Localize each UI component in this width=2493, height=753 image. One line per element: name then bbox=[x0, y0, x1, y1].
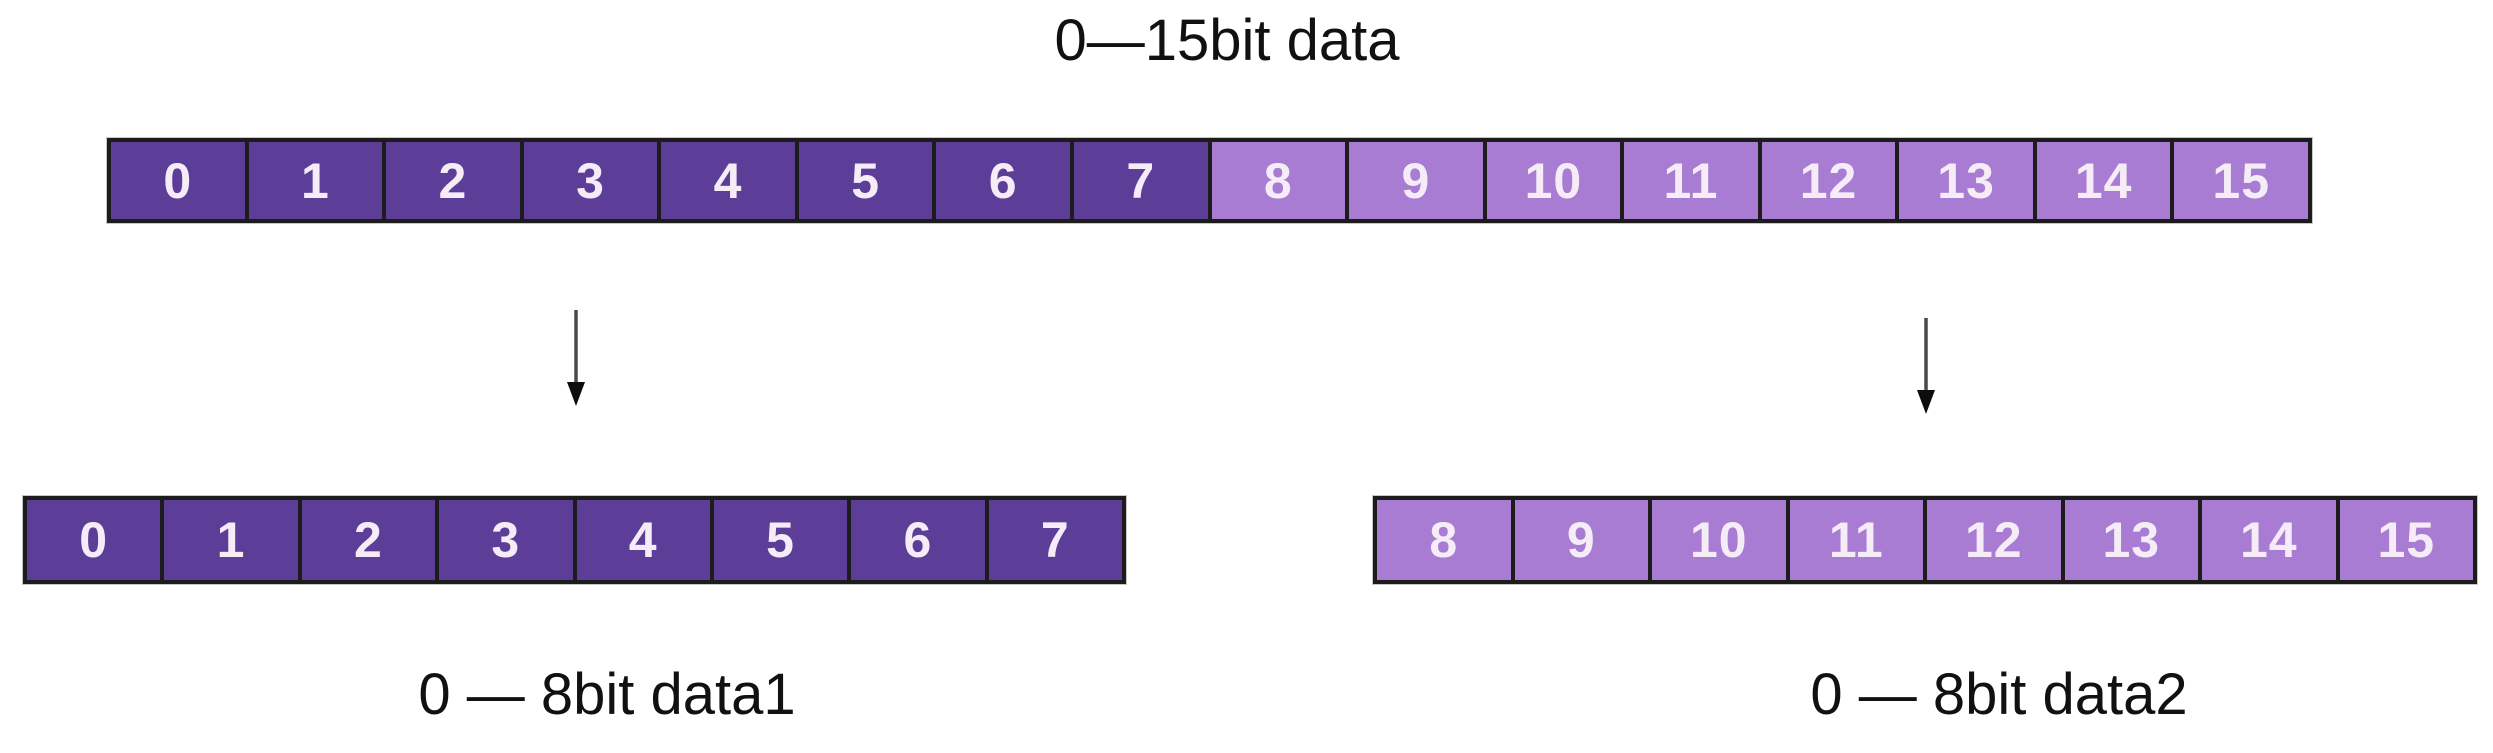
title-0-15bit-data: 0—15bit data bbox=[1054, 8, 1400, 73]
bit-cell-9: 9 bbox=[1345, 142, 1483, 219]
bit-cell-14: 14 bbox=[2198, 500, 2336, 580]
bit-cell-0: 0 bbox=[27, 500, 161, 580]
bit-cell-11: 11 bbox=[1785, 500, 1923, 580]
bit-cell-6: 6 bbox=[847, 500, 985, 580]
bit-cell-15: 15 bbox=[2335, 500, 2473, 580]
bit-cell-4: 4 bbox=[572, 500, 710, 580]
bit-cell-7: 7 bbox=[984, 500, 1122, 580]
bit-cell-2: 2 bbox=[297, 500, 436, 580]
bit-cell-8: 8 bbox=[1377, 500, 1511, 580]
bit-cell-2: 2 bbox=[382, 142, 520, 219]
bit-cell-5: 5 bbox=[709, 500, 848, 580]
bit-cell-4: 4 bbox=[657, 142, 795, 219]
bit-cell-0: 0 bbox=[111, 142, 245, 219]
bit-cell-10: 10 bbox=[1648, 500, 1786, 580]
bit-cell-8: 8 bbox=[1207, 142, 1346, 219]
bit-cell-14: 14 bbox=[2032, 142, 2171, 219]
bit-cell-13: 13 bbox=[1895, 142, 2033, 219]
bit-cell-12: 12 bbox=[1757, 142, 1896, 219]
label-8bit-data2: 0 — 8bit data2 bbox=[1810, 662, 2188, 727]
bit-cell-3: 3 bbox=[435, 500, 573, 580]
bit-cell-9: 9 bbox=[1510, 500, 1648, 580]
bit-cell-3: 3 bbox=[519, 142, 658, 219]
down-arrow-icon bbox=[1917, 318, 1935, 414]
label-8bit-data1: 0 — 8bit data1 bbox=[418, 662, 796, 727]
bit-cell-12: 12 bbox=[1923, 500, 2061, 580]
bit-cell-5: 5 bbox=[794, 142, 933, 219]
bit-cell-15: 15 bbox=[2170, 142, 2308, 219]
bit-cell-7: 7 bbox=[1069, 142, 1208, 219]
bit-cell-6: 6 bbox=[932, 142, 1070, 219]
down-arrow-icon bbox=[567, 310, 585, 406]
bit-cell-1: 1 bbox=[244, 142, 383, 219]
bit-cell-11: 11 bbox=[1620, 142, 1758, 219]
bit-cell-13: 13 bbox=[2060, 500, 2198, 580]
bit-cell-10: 10 bbox=[1482, 142, 1621, 219]
bit-cell-1: 1 bbox=[160, 500, 298, 580]
